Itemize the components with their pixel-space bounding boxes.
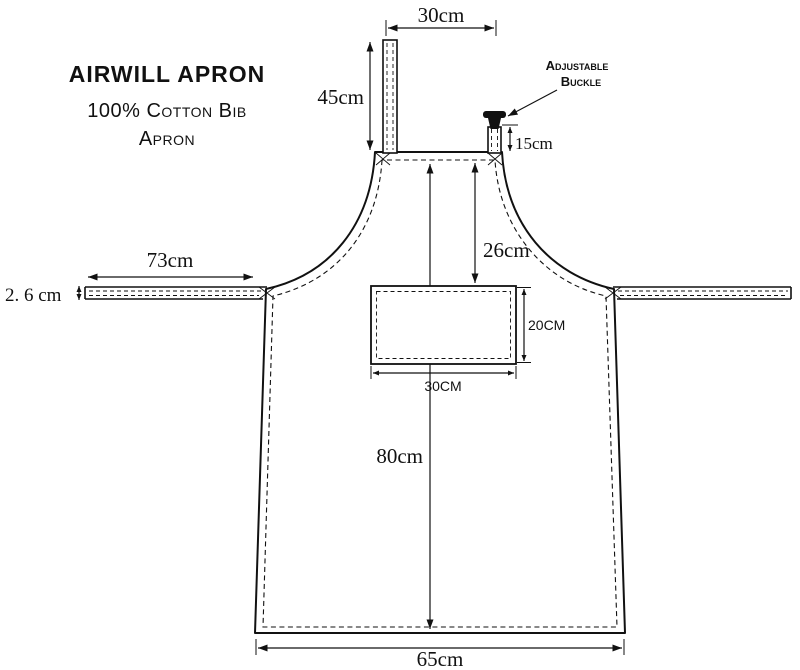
dim-label-tie-width: 2. 6 cm [5,285,62,306]
dim-line-pocket-width [370,366,517,379]
dim-label-apron-length: 80cm [376,444,423,468]
right-neck-strap-stitch [491,129,498,151]
stitch-mark-underarm-right [604,286,622,300]
left-neck-strap [382,39,398,154]
apron-body-outline [254,151,626,634]
stitch-mark-underarm-left [258,286,276,300]
dim-label-strap-length: 45cm [317,85,364,109]
dim-label-bib-to-pocket: 26cm [483,238,530,262]
pocket [370,285,517,365]
dim-label-pocket-height: 20CM [528,317,565,333]
stitch-mark-bib-right [487,152,503,166]
left-neck-strap-stitch [386,43,394,150]
left-waist-tie [84,286,267,300]
dim-line-neck-width [385,20,497,36]
dim-label-pocket-width: 30CM [424,378,461,394]
dim-label-apron-width: 65cm [417,647,464,670]
right-neck-strap [487,126,502,154]
dim-label-tie-length: 73cm [147,248,194,272]
diagram-subtitle-line2: Apron [139,128,195,150]
apron-stitch-line [262,159,618,628]
buckle-pointer-arrow [507,89,558,117]
right-waist-tie [613,286,792,300]
diagram-title: AIRWILL APRON [69,61,266,87]
dim-line-pocket-height [517,287,531,363]
stitch-mark-bib-left [375,152,391,166]
dim-label-buckle-height: 15cm [515,134,553,153]
adjustable-buckle [483,111,506,129]
pocket-stitch-line [376,291,511,359]
buckle-label-line1: Adjustable [546,58,609,73]
diagram-subtitle-line1: 100% Cotton Bib [87,100,247,122]
dim-label-neck-width: 30cm [418,3,465,27]
buckle-label-line2: Buckle [561,74,601,89]
dim-line-buckle-height [502,124,518,151]
dim-line-apron-width [255,639,625,655]
